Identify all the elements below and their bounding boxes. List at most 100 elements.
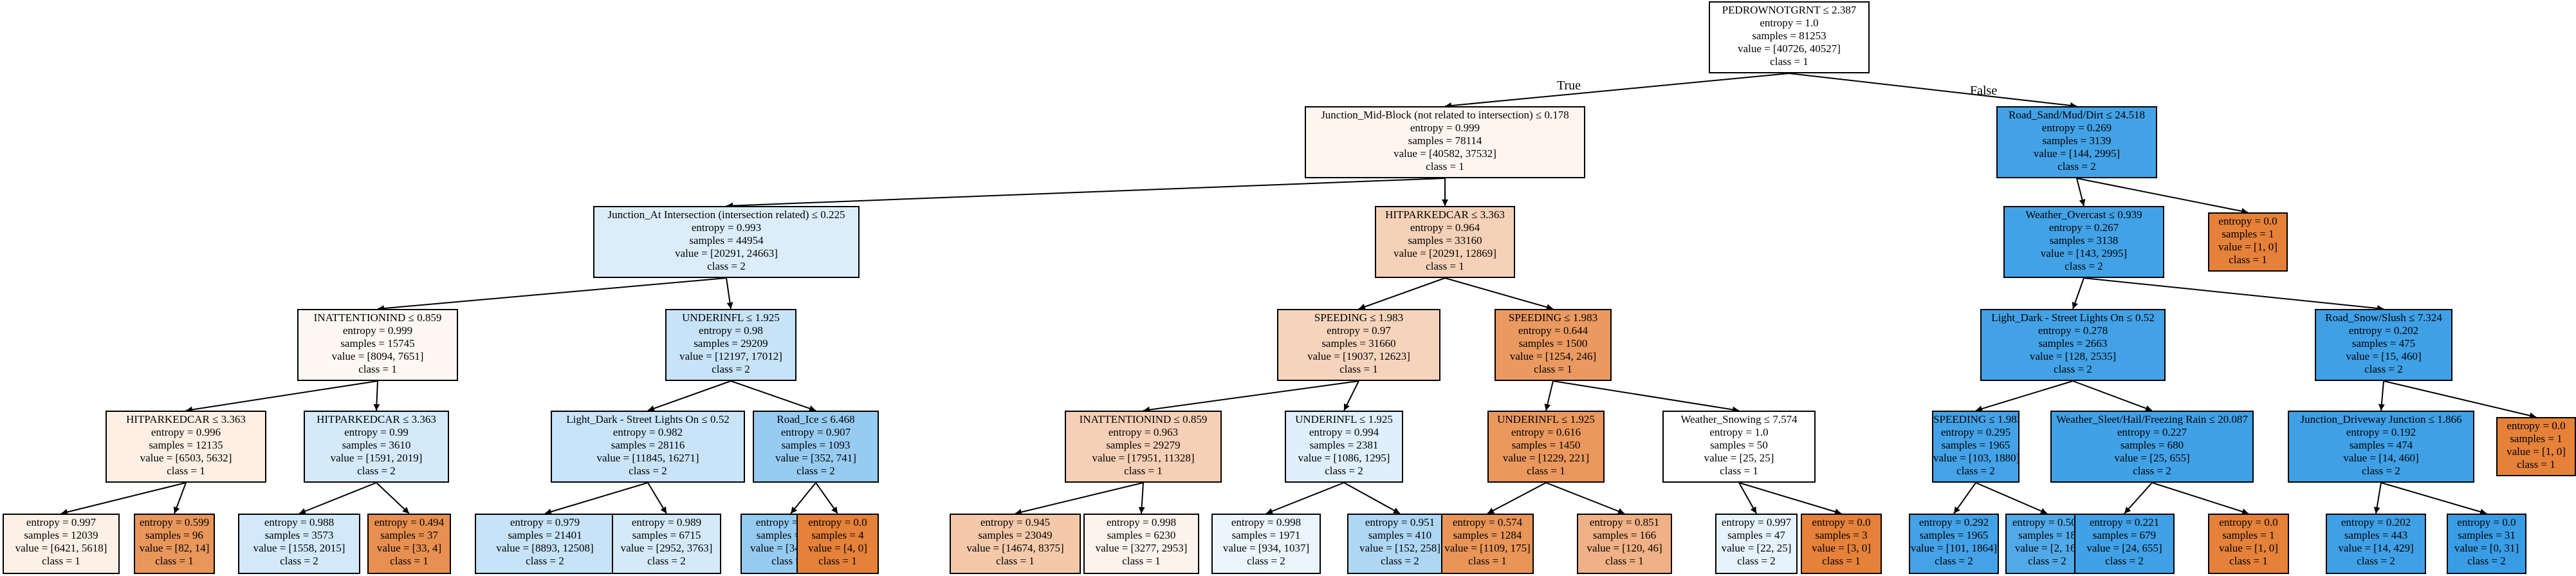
node-value: value = [1558, 2015]	[253, 542, 345, 554]
node-condition: SPEEDING ≤ 1.983	[1508, 311, 1598, 324]
node-samples: samples = 6230	[1107, 529, 1176, 541]
node-entropy: entropy = 0.616	[1511, 426, 1581, 438]
tree-edge	[2072, 277, 2084, 310]
node-value: value = [120, 46]	[1587, 542, 1662, 554]
node-samples: samples = 3139	[2042, 135, 2111, 147]
node-entropy: entropy = 0.951	[1365, 516, 1435, 528]
node-entropy: entropy = 0.851	[1589, 516, 1660, 528]
node-entropy: entropy = 0.998	[1231, 516, 1302, 528]
node-class: class = 1	[1770, 55, 1808, 68]
node-samples: samples = 166	[1592, 529, 1657, 541]
node-value: value = [8094, 7651]	[331, 350, 424, 362]
node-samples: samples = 44954	[689, 234, 764, 246]
node-value: value = [24, 655]	[2086, 542, 2162, 554]
node-entropy: entropy = 0.295	[1940, 426, 2011, 438]
node-entropy: entropy = 0.99	[344, 426, 409, 438]
node-class: class = 2	[2364, 363, 2403, 375]
node-value: value = [14674, 8375]	[966, 542, 1064, 554]
tree-edge	[1444, 277, 1554, 311]
node-value: value = [14, 429]	[2338, 542, 2414, 554]
node-value: value = [152, 258]	[1359, 542, 1440, 554]
split-node: Junction_Mid-Block (not related to inter…	[1305, 106, 1585, 178]
node-condition: Weather_Overcast ≤ 0.939	[2025, 209, 2142, 221]
node-class: class = 2	[629, 465, 667, 477]
node-entropy: entropy = 0.494	[374, 516, 445, 528]
tree-edge	[544, 482, 649, 515]
node-class: class = 2	[526, 555, 564, 567]
tree-edge	[376, 482, 410, 514]
tree-edge	[2373, 482, 2382, 514]
node-class: class = 2	[1737, 555, 1776, 567]
tree-edge	[377, 277, 727, 312]
node-condition: UNDERINFL ≤ 1.925	[1295, 413, 1393, 425]
node-samples: samples = 3573	[264, 529, 334, 541]
node-value: value = [25, 25]	[1704, 452, 1774, 464]
node-entropy: entropy = 0.907	[780, 426, 851, 438]
node-value: value = [40726, 40527]	[1738, 42, 1841, 55]
node-value: value = [352, 741]	[775, 452, 856, 464]
node-class: class = 2	[1935, 555, 1973, 567]
node-entropy: entropy = 0.221	[2089, 516, 2160, 528]
node-samples: samples = 2663	[2038, 337, 2108, 349]
tree-edge	[647, 482, 667, 514]
node-class: class = 2	[647, 555, 686, 567]
node-condition: Light_Dark - Street Lights On ≤ 0.52	[1991, 311, 2155, 324]
node-entropy: entropy = 0.0	[2218, 215, 2277, 227]
node-value: value = [19037, 12623]	[1307, 350, 1410, 362]
node-class: class = 2	[1325, 465, 1363, 477]
tree-edge	[1265, 482, 1345, 514]
node-value: value = [14, 460]	[2343, 452, 2419, 464]
node-value: value = [22, 25]	[1721, 542, 1792, 554]
node-condition: SPEEDING ≤ 1.983	[1933, 413, 2019, 425]
node-class: class = 1	[390, 555, 428, 567]
node-value: value = [40582, 37532]	[1394, 147, 1496, 160]
node-value: value = [4, 0]	[808, 542, 867, 554]
node-condition: Road_Snow/Slush ≤ 7.324	[2325, 311, 2442, 324]
node-samples: samples = 679	[2092, 529, 2157, 541]
node-entropy: entropy = 0.202	[2341, 516, 2411, 528]
node-class: class = 1	[2517, 458, 2555, 470]
node-condition: Junction_At Intersection (intersection r…	[607, 209, 845, 221]
node-class: class = 1	[1122, 555, 1161, 567]
tree-edge	[815, 482, 838, 514]
node-value: value = [0, 31]	[2454, 542, 2519, 554]
node-samples: samples = 2381	[1309, 439, 1379, 451]
node-value: value = [6421, 5618]	[15, 542, 107, 554]
node-entropy: entropy = 0.994	[1309, 426, 1379, 438]
node-value: value = [1, 0]	[2507, 445, 2566, 458]
node-condition: Weather_Snowing ≤ 7.574	[1680, 413, 1798, 425]
node-samples: samples = 3138	[2049, 234, 2119, 246]
node-entropy: entropy = 0.963	[1108, 426, 1179, 438]
tree-edge	[1552, 380, 1740, 413]
node-samples: samples = 96	[145, 529, 203, 541]
tree-edge	[1544, 380, 1554, 411]
node-class: class = 1	[1720, 465, 1758, 477]
node-samples: samples = 81253	[1752, 30, 1826, 42]
node-class: class = 2	[1381, 555, 1419, 567]
node-class: class = 2	[2105, 555, 2144, 567]
node-class: class = 2	[2357, 555, 2395, 567]
node-class: class = 1	[1468, 555, 1507, 567]
node-entropy: entropy = 0.292	[1918, 516, 1989, 528]
split-node: Weather_Sleet/Hail/Freezing Rain ≤ 20.08…	[2050, 411, 2254, 483]
node-class: class = 1	[155, 555, 194, 567]
node-condition: INATTENTIONIND ≤ 0.859	[313, 311, 442, 324]
node-class: class = 2	[2467, 555, 2506, 567]
node-entropy: entropy = 0.999	[342, 324, 413, 337]
node-class: class = 1	[1339, 363, 1378, 375]
node-samples: samples = 29279	[1106, 439, 1181, 451]
node-samples: samples = 4	[811, 529, 864, 541]
